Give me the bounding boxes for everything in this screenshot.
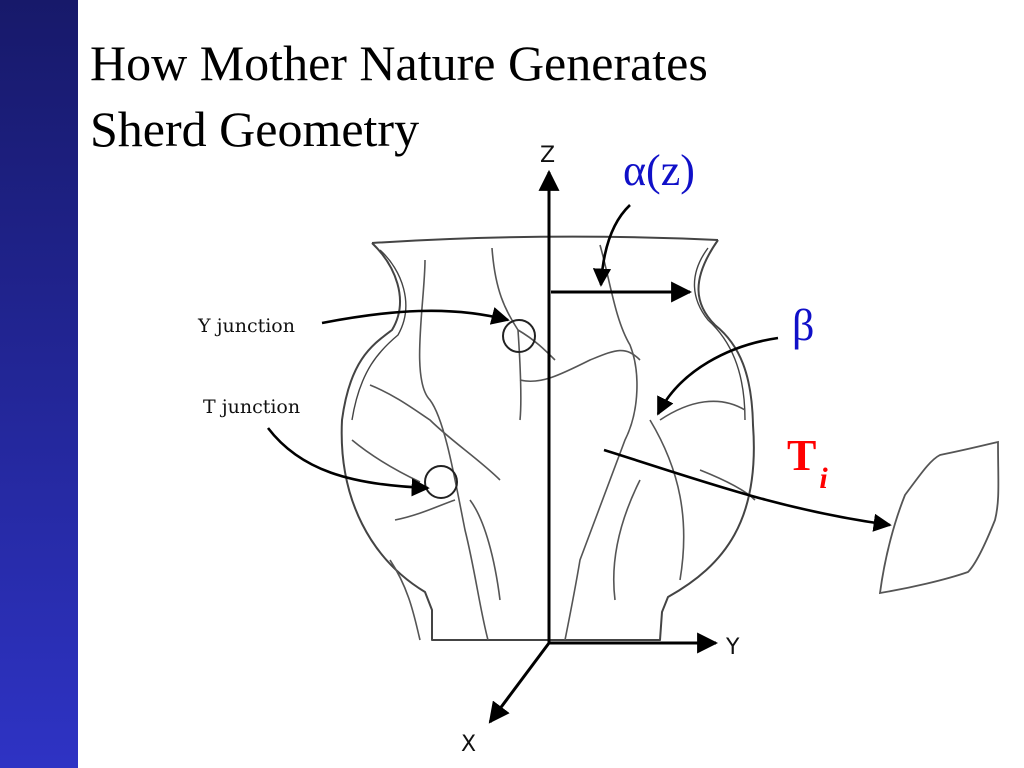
title-line-2: Sherd Geometry bbox=[90, 101, 420, 157]
coordinate-axes bbox=[488, 169, 719, 724]
beta-label: β bbox=[792, 301, 814, 350]
z-axis-label: Z bbox=[540, 143, 555, 168]
pot-outline bbox=[340, 235, 755, 641]
t-junction-arrow bbox=[266, 427, 430, 497]
y-axis-label: Y bbox=[725, 635, 740, 660]
annotation-arrows bbox=[266, 204, 892, 532]
alpha-label: α(z) bbox=[623, 146, 695, 195]
y-junction-circle bbox=[502, 319, 536, 353]
t-label-subscript: i bbox=[819, 462, 828, 495]
sherd-piece bbox=[878, 440, 1000, 595]
y-junction-label: Y junction bbox=[197, 315, 295, 337]
beta-arrow bbox=[656, 336, 779, 416]
alpha-arrow bbox=[592, 204, 631, 287]
y-junction-arrow bbox=[321, 307, 510, 325]
x-axis-label: X bbox=[461, 732, 476, 757]
t-junction-circle bbox=[424, 465, 458, 499]
t-junction-label: T junction bbox=[203, 396, 300, 418]
title-line-1: How Mother Nature Generates bbox=[90, 35, 708, 91]
sherd-arrow bbox=[603, 448, 892, 532]
slide-sidebar bbox=[0, 0, 78, 768]
slide-title: How Mother Nature Generates Sherd Geomet… bbox=[90, 30, 708, 162]
t-label-main: T bbox=[787, 431, 816, 480]
x-axis bbox=[488, 642, 551, 724]
fracture-lines bbox=[351, 244, 756, 641]
